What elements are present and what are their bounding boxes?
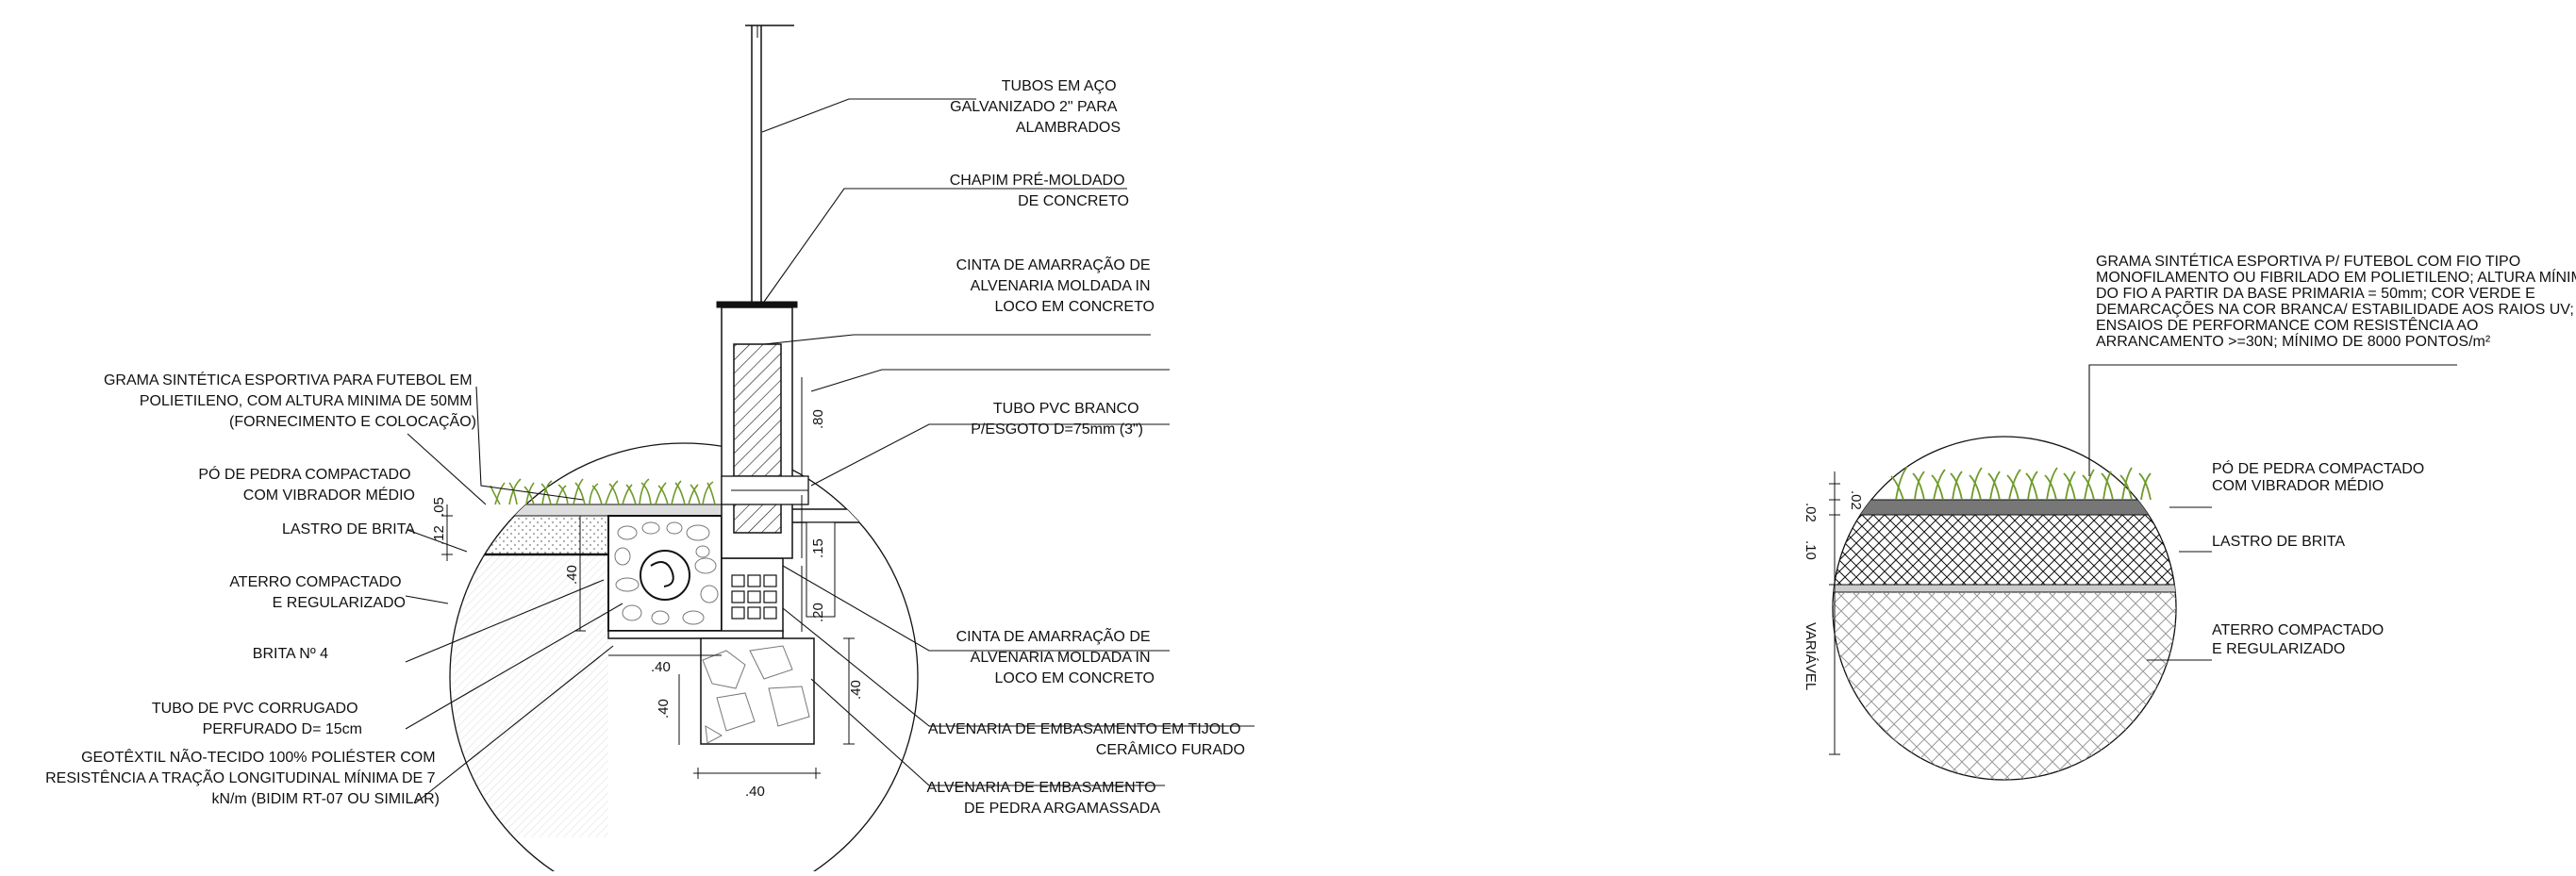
- dim-15: .15: [810, 538, 826, 558]
- brita-stones: [614, 521, 719, 625]
- label-po-pedra: PÓ DE PEDRA COMPACTADO COM VIBRADOR MÉDI…: [198, 465, 415, 504]
- left-section-content: [450, 504, 916, 837]
- labels-right: GRAMA SINTÉTICA ESPORTIVA P/ FUTEBOL COM…: [2096, 252, 2576, 657]
- dims-left: [441, 377, 855, 779]
- dim-02-a: .02: [1848, 490, 1864, 510]
- label-tubos-aco: TUBOS EM AÇO GALVANIZADO 2" PARA ALAMBRA…: [950, 78, 1121, 136]
- dim-10: .10: [1803, 540, 1819, 560]
- corrugated-pipe: [640, 550, 690, 601]
- dim-variavel: VARIÁVEL: [1803, 622, 1819, 690]
- dim-05: .05: [431, 497, 447, 517]
- dim-texts-right: .02 .02 .10 VARIÁVEL: [1803, 490, 1864, 690]
- label-grama: GRAMA SINTÉTICA ESPORTIVA PARA FUTEBOL E…: [104, 371, 476, 430]
- label-aterro-right: ATERRO COMPACTADO E REGULARIZADO: [2212, 622, 2388, 657]
- dim-40-a: .40: [564, 565, 580, 585]
- label-cinta-bottom: CINTA DE AMARRAÇÃO DE ALVENARIA MOLDADA …: [956, 626, 1155, 686]
- label-tubo-pvc-branco: TUBO PVC BRANCO P/ESGOTO D=75mm (3"): [971, 401, 1143, 438]
- dim-20: .20: [810, 603, 826, 622]
- label-alvenaria-pedra: ALVENARIA DE EMBASAMENTO DE PEDRA ARGAMA…: [927, 780, 1161, 817]
- label-brita4: BRITA Nº 4: [253, 646, 328, 662]
- dim-02-b: .02: [1803, 503, 1819, 522]
- post-and-wall: [716, 25, 809, 559]
- label-grama-right: GRAMA SINTÉTICA ESPORTIVA P/ FUTEBOL COM…: [2096, 252, 2576, 350]
- right-section-content: [1833, 499, 2176, 780]
- right-detail: GRAMA SINTÉTICA ESPORTIVA P/ FUTEBOL COM…: [1803, 252, 2576, 781]
- dim-texts-left: .80 .12 .05 .15 .40 .20 .40 .40 .40 .40: [431, 409, 864, 800]
- label-aterro: ATERRO COMPACTADO E REGULARIZADO: [229, 574, 406, 611]
- dim-40-b: .40: [651, 659, 671, 675]
- dim-12: .12: [431, 525, 447, 545]
- label-lastro-right: LASTRO DE BRITA: [2212, 534, 2345, 550]
- grass-left: [490, 478, 716, 505]
- left-detail: TUBOS EM AÇO GALVANIZADO 2" PARA ALAMBRA…: [45, 25, 1255, 876]
- label-chapim: CHAPIM PRÉ-MOLDADO DE CONCRETO: [950, 171, 1129, 209]
- leaders-left: [405, 98, 1255, 804]
- label-alvenaria-tijolo: ALVENARIA DE EMBASAMENTO EM TIJOLO CERÂM…: [928, 721, 1245, 758]
- dims-right: [1829, 471, 1840, 755]
- grass-right: [1890, 466, 2152, 501]
- label-cinta-top: CINTA DE AMARRAÇÃO DE ALVENARIA MOLDADA …: [956, 255, 1155, 315]
- label-lastro: LASTRO DE BRITA: [282, 521, 415, 537]
- dim-40-d: .40: [848, 680, 864, 700]
- leaders-right: [2088, 364, 2457, 661]
- label-tubo-corrugado: TUBO DE PVC CORRUGADO PERFURADO D= 15cm: [152, 701, 362, 737]
- dim-40-c: .40: [656, 699, 672, 719]
- label-po-pedra-right: PÓ DE PEDRA COMPACTADO COM VIBRADOR MÉDI…: [2212, 459, 2429, 494]
- dim-80: .80: [810, 409, 826, 429]
- label-geotextil: GEOTÊXTIL NÃO-TECIDO 100% POLIÉSTER COM …: [45, 747, 440, 807]
- labels-left: TUBOS EM AÇO GALVANIZADO 2" PARA ALAMBRA…: [45, 78, 1245, 817]
- dim-40-e: .40: [745, 784, 765, 800]
